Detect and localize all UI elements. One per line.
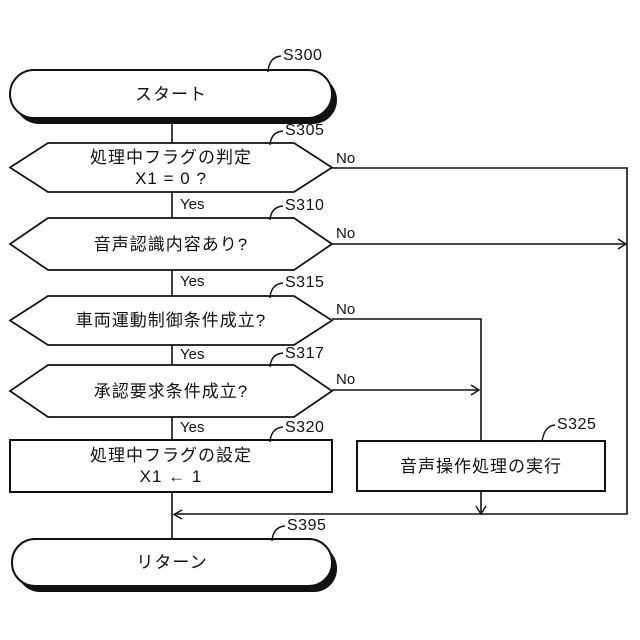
edge-label-yes-s310: Yes (180, 273, 205, 290)
node-s305-text-line1: 処理中フラグの判定 (90, 147, 252, 167)
step-label-s315: S315 (285, 274, 325, 291)
decision-s317-shape (8, 364, 334, 418)
arrowhead-s310-no (617, 238, 628, 250)
step-label-s310: S310 (285, 197, 325, 214)
step-label-s300: S300 (283, 47, 323, 64)
edge-label-yes-s305: Yes (180, 196, 205, 213)
leader-s300 (267, 55, 282, 73)
arrowheads (172, 238, 628, 520)
arrowhead-merge-left (172, 509, 183, 520)
arrowhead-s325-down (475, 505, 487, 516)
node-s325: 音声操作処理の実行 (357, 441, 605, 491)
node-s320-text-line1: 処理中フラグの設定 (90, 446, 252, 465)
edge-s305-no-and-merge (175, 167, 628, 515)
edge-label-yes-s315: Yes (180, 346, 205, 363)
label-leader-curves (267, 55, 556, 542)
node-s305: 処理中フラグの判定 X1 = 0 ? (10, 143, 332, 192)
node-start: スタート (10, 70, 332, 118)
step-label-s317: S317 (285, 345, 325, 362)
edge-label-no-s310: No (336, 225, 356, 242)
node-s317-text: 承認要求条件成立? (93, 381, 249, 401)
node-s320: 処理中フラグの設定 X1 ← 1 (10, 440, 332, 492)
start-terminal-shape (9, 69, 333, 119)
edge-label-no-s305: No (336, 150, 356, 167)
step-label-s320: S320 (285, 419, 325, 436)
edge-label-no-s315: No (336, 301, 356, 318)
step-label-s395: S395 (287, 517, 327, 534)
leader-s395 (271, 525, 286, 542)
node-s317: 承認要求条件成立? (10, 365, 332, 417)
decision-s315-shape (8, 295, 334, 346)
node-s310: 音声認識内容あり? (10, 218, 332, 270)
node-s315: 車両運動制御条件成立? (10, 296, 332, 345)
node-s305-text-line2: X1 = 0 ? (135, 168, 207, 188)
return-terminal-shape (11, 538, 333, 587)
node-s310-text: 音声認識内容あり? (93, 234, 249, 254)
arrowhead-s317-no (470, 384, 481, 396)
process-s320-shape (9, 439, 333, 493)
process-s325-shape (356, 440, 606, 492)
leader-s325 (541, 424, 556, 443)
leader-s317 (269, 352, 284, 368)
connector-lines (171, 118, 628, 539)
node-return: リターン (12, 539, 332, 586)
decision-s310-shape (8, 217, 334, 271)
node-s320-text-line2: X1 ← 1 (139, 467, 203, 486)
leader-s320 (269, 426, 284, 443)
node-s315-text: 車両運動制御条件成立? (75, 311, 267, 330)
edge-label-yes-s317: Yes (180, 419, 205, 436)
leader-s315 (269, 282, 284, 299)
node-return-text: リターン (136, 553, 208, 572)
leader-s310 (269, 205, 284, 221)
decision-s305-shape (8, 142, 334, 193)
step-label-s325: S325 (557, 416, 597, 433)
leader-s305 (269, 130, 284, 146)
edge-label-no-s317: No (336, 371, 356, 388)
step-label-s305: S305 (285, 122, 325, 139)
edge-s315-no-to-s325 (332, 318, 482, 441)
node-start-text: スタート (135, 84, 207, 104)
node-s325-text: 音声操作処理の実行 (400, 456, 562, 476)
